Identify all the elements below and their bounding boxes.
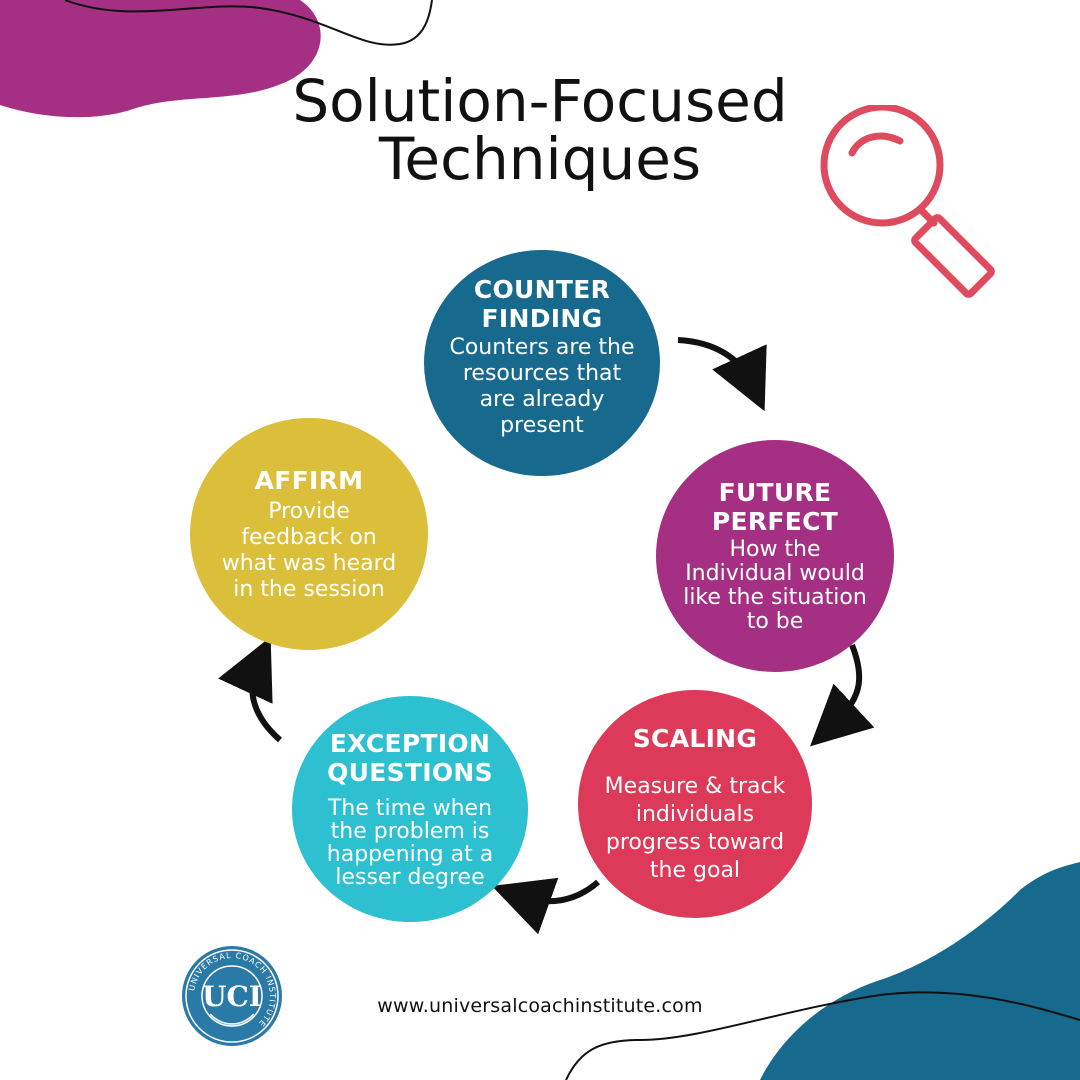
- arrow-icon: [678, 340, 752, 384]
- step-description: How the: [729, 537, 820, 562]
- step-description: Counters are the: [449, 335, 634, 360]
- step-description: progress toward: [606, 830, 784, 855]
- step-description: like the situation: [683, 585, 867, 610]
- step-description: Individual would: [685, 561, 865, 586]
- step-description: in the session: [233, 577, 385, 602]
- step-description: the problem is: [331, 819, 490, 844]
- step-heading: EXCEPTION: [330, 729, 490, 758]
- step-description: Measure & track: [605, 774, 786, 799]
- step-future-perfect: FUTURE PERFECT How the Individual would …: [656, 440, 894, 672]
- step-description: individuals: [636, 802, 754, 827]
- step-description: The time when: [328, 796, 492, 821]
- step-description: the goal: [650, 858, 740, 883]
- arrow-icon: [832, 645, 859, 726]
- step-heading: COUNTER: [474, 275, 610, 304]
- step-heading: AFFIRM: [255, 466, 364, 495]
- step-heading: SCALING: [633, 724, 757, 753]
- step-description: what was heard: [222, 551, 397, 576]
- step-description: are already: [480, 387, 605, 412]
- step-affirm: AFFIRM Provide feedback on what was hear…: [190, 418, 428, 650]
- step-description: happening at a: [327, 842, 493, 867]
- step-heading: FINDING: [482, 304, 603, 333]
- uci-logo: UNIVERSAL COACH INSTITUTE UCI: [180, 944, 284, 1048]
- step-description: present: [500, 413, 584, 438]
- step-description: resources that: [463, 361, 621, 386]
- step-heading: FUTURE: [719, 478, 832, 507]
- step-scaling: SCALING Measure & track individuals prog…: [578, 690, 812, 918]
- logo-text: UCI: [202, 980, 262, 1013]
- step-counter-finding: COUNTER FINDING Counters are the resourc…: [424, 250, 660, 476]
- step-description: lesser degree: [335, 865, 484, 890]
- step-heading: PERFECT: [712, 507, 838, 536]
- arrow-icon: [252, 664, 280, 740]
- step-description: Provide: [268, 499, 350, 524]
- step-description: to be: [747, 609, 804, 634]
- step-exception-questions: EXCEPTION QUESTIONS The time when the pr…: [292, 696, 528, 922]
- arrow-icon: [520, 882, 598, 901]
- step-heading: QUESTIONS: [327, 758, 493, 787]
- website-link[interactable]: www.universalcoachinstitute.com: [330, 995, 750, 1017]
- step-description: feedback on: [241, 525, 376, 550]
